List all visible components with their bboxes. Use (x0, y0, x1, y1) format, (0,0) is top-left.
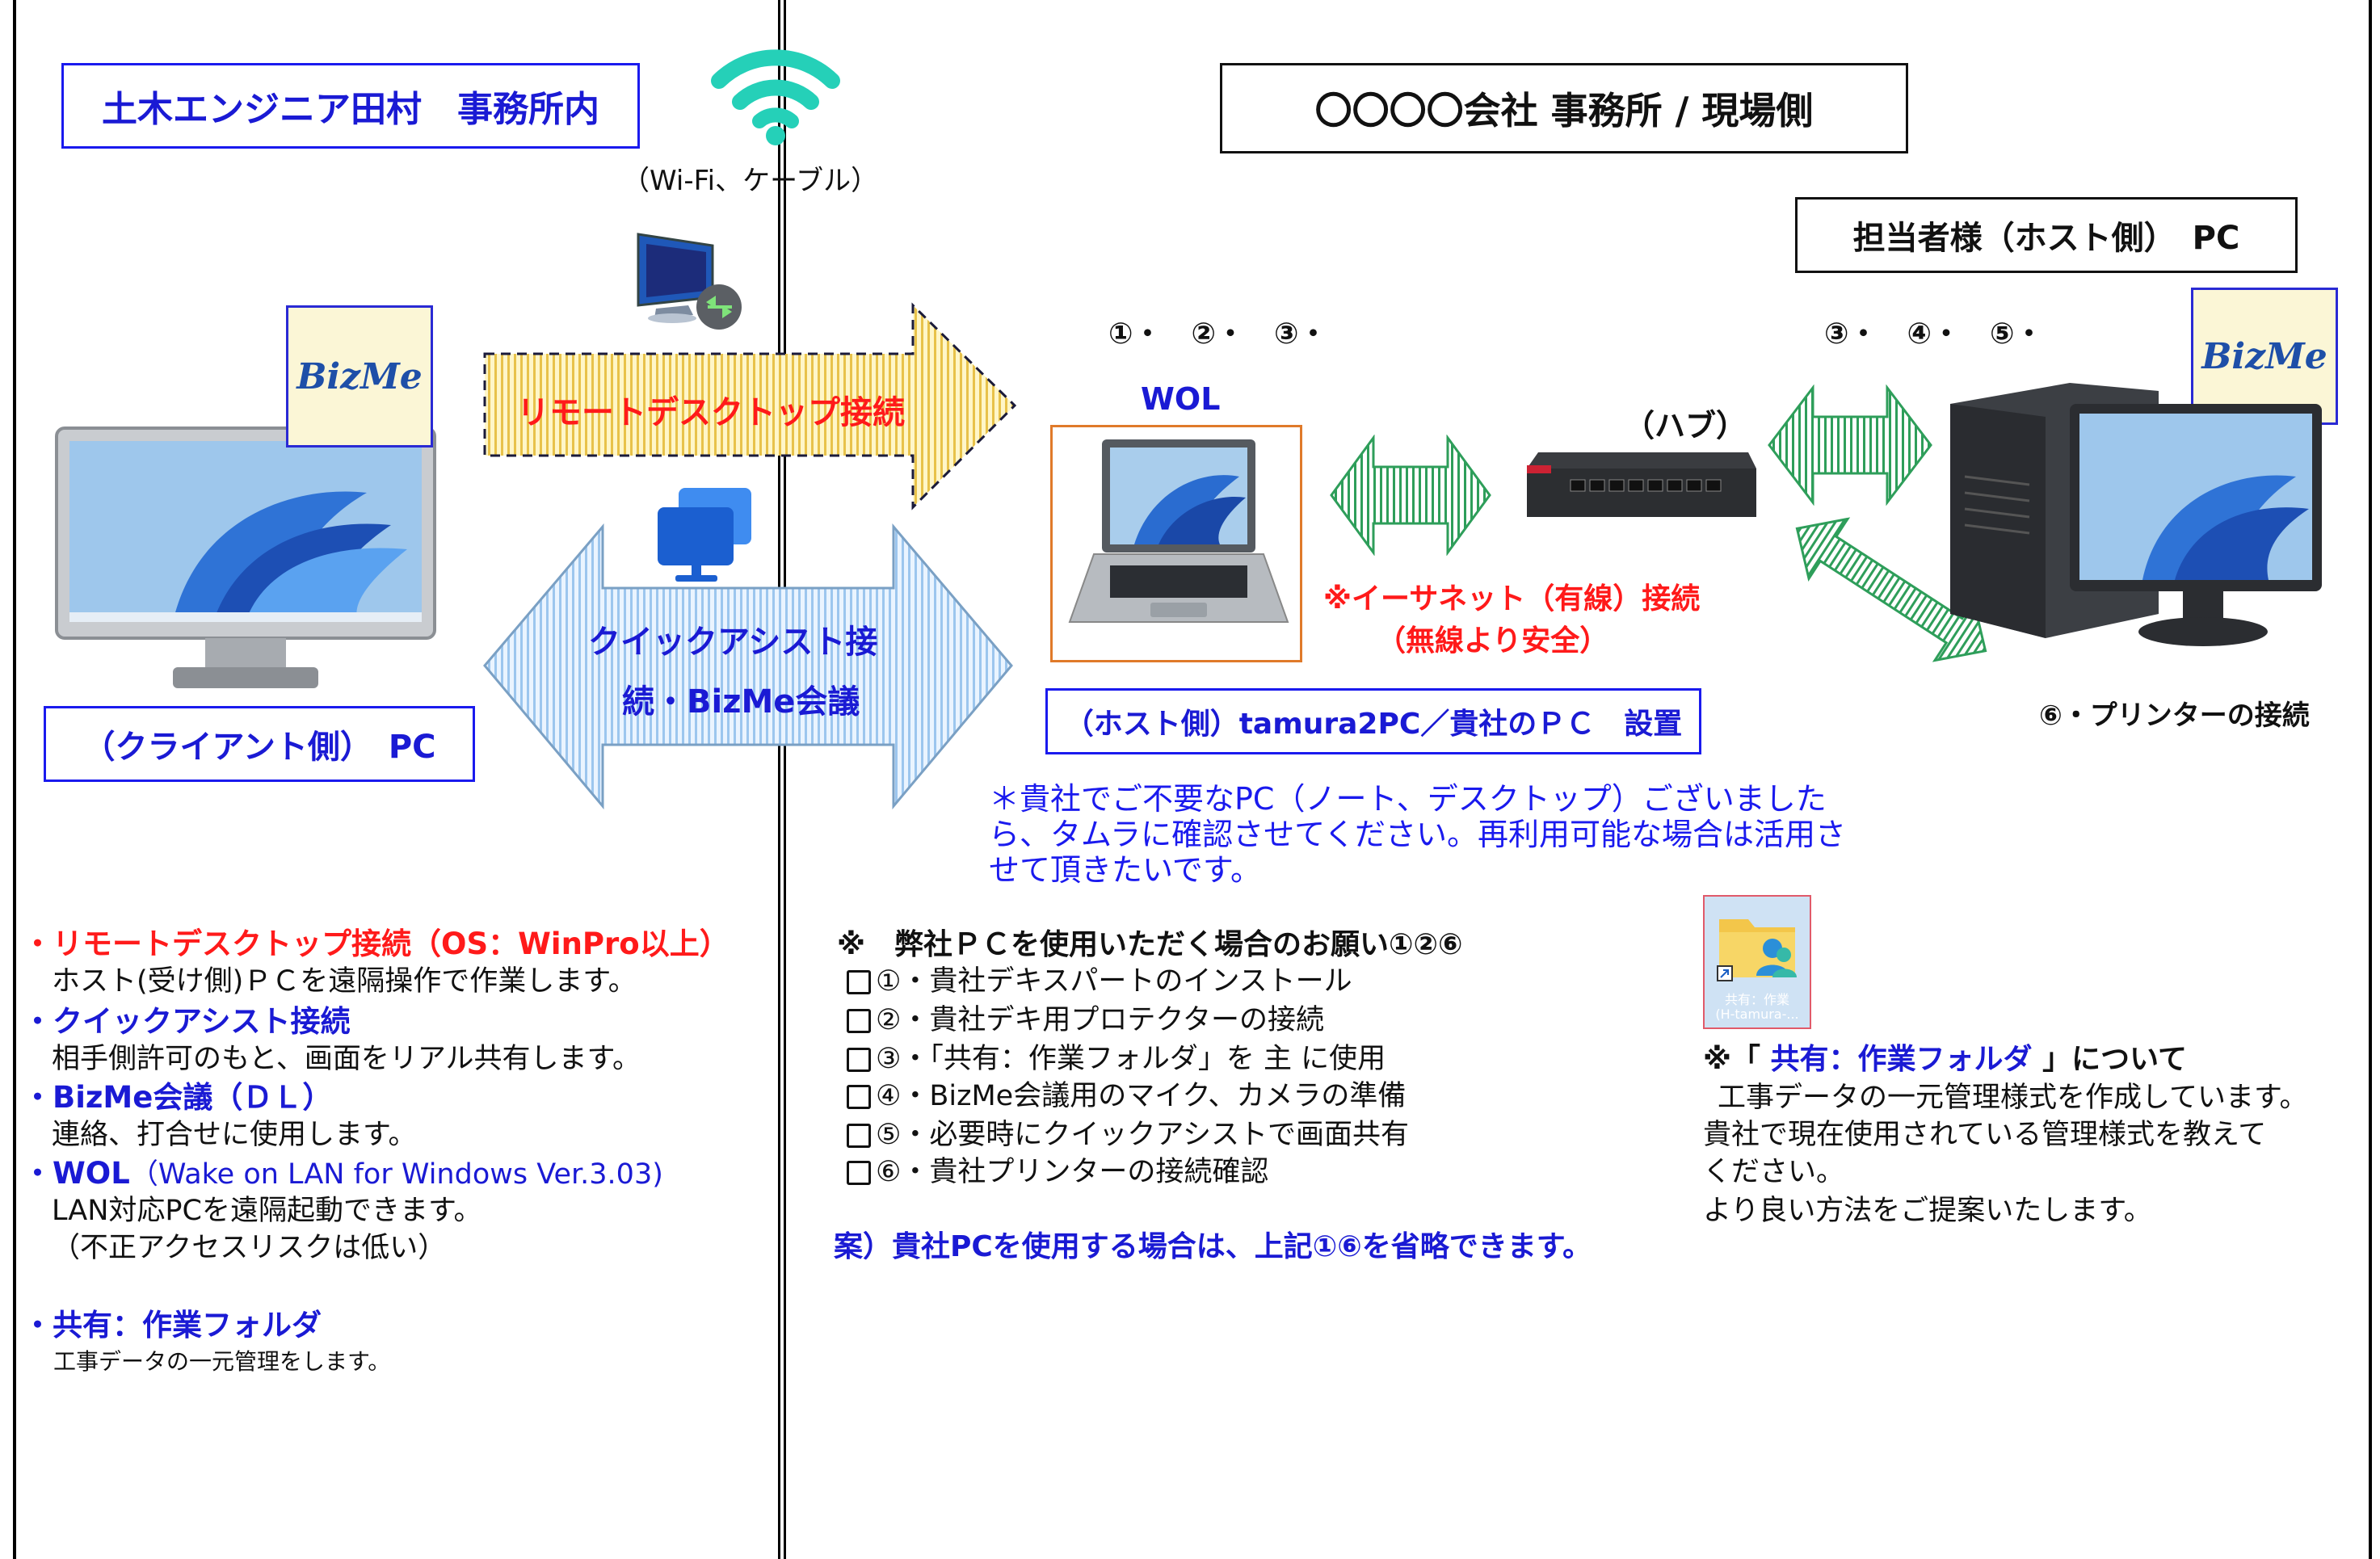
share-desc: 工事データの一元管理をします。 (53, 1348, 391, 1375)
checklist-title: ※ 弊社ＰＣを使用いただく場合のお願い①②⑥ (837, 928, 1463, 961)
remote-desc: ホスト(受け側)ＰＣを遠隔操作で作業します。 (52, 965, 637, 998)
remote-desktop-arrow-label: リモートデスクトップ接続 (517, 394, 905, 431)
remote-desktop-icon (637, 233, 742, 330)
checklist-item-label: ⑤・必要時にクイックアシストで画面共有 (876, 1119, 1409, 1151)
quick-assist-arrow-label-2: 続・BizMe会議 (622, 683, 860, 721)
remote-title: ・リモートデスクトップ接続（OS：WinPro以上） (23, 927, 730, 961)
share-note-title: ※「 共有：作業フォルダ 」について (1703, 1036, 2187, 1078)
share-note-line-3: ください。 (1703, 1156, 1845, 1188)
laptop-icon (1068, 439, 1289, 623)
bizme-logo-text: BizMe (2201, 335, 2327, 377)
checklist-item-1: ①・貴社デキスパートのインストール (847, 958, 1352, 999)
bizme-title: ・BizMe会議（ＤＬ） (23, 1080, 333, 1115)
folder-caption-2: (H-tamura-... (1715, 1006, 1799, 1022)
quick-assist-arrow-label-1: クイックアシスト接 (588, 624, 878, 661)
share-note-line-2: 貴社で現在使用されている管理様式を教えて (1703, 1119, 2267, 1151)
note-line-2: ら、タムラに確認させてください。再利用可能な場合は活用さ (989, 817, 1846, 852)
left-box-title: 土木エンジニア田村 事務所内 (61, 63, 640, 149)
folder-icon (1717, 919, 1797, 981)
checklist-item-label: ④・BizMe会議用のマイク、カメラの準備 (876, 1080, 1407, 1112)
checklist-item-5: ⑤・必要時にクイックアシストで画面共有 (847, 1111, 1409, 1153)
divider-2 (784, 0, 786, 1559)
checkbox[interactable] (847, 1085, 871, 1109)
remote-desktop-arrow (483, 302, 1017, 511)
checklist-item-4: ④・BizMe会議用のマイク、カメラの準備 (847, 1073, 1406, 1114)
host-pc-box: 担当者様（ホスト側） PC (1795, 197, 2298, 273)
checklist-item-label: ⑥・貴社プリンターの接続確認 (876, 1156, 1269, 1188)
checkbox[interactable] (847, 970, 871, 994)
checklist-item-3: ③・「共有：作業フォルダ」を 主 に使用 (847, 1036, 1386, 1077)
checklist-item-label: ②・貴社デキ用プロテクターの接続 (876, 1004, 1324, 1036)
quick-assist-arrow (483, 523, 1013, 809)
client-monitor-icon (55, 427, 436, 688)
wol-label: WOL (1141, 381, 1221, 417)
wol-sub: （Wake on LAN for Windows Ver.3.03) (129, 1158, 663, 1191)
ethernet-arrow-right (1768, 384, 1932, 506)
checkbox[interactable] (847, 1048, 871, 1072)
checklist-proposal: 案）貴社PCを使用する場合は、上記①⑥を省略できます。 (834, 1230, 1592, 1263)
hub-label: （ハブ） (1624, 408, 1747, 443)
checkbox[interactable] (847, 1124, 871, 1148)
folder-caption-1: 共有：作業 (1724, 992, 1789, 1007)
wol-desc-2: （不正アクセスリスクは低い） (52, 1232, 447, 1264)
bizme-logo-text: BizMe (296, 355, 423, 397)
ethernet-label-2: （無線より安全） (1377, 624, 1609, 658)
printer-arrow (1795, 517, 1987, 662)
host-desktop-icon (1950, 383, 2322, 646)
divider (778, 0, 780, 1559)
share-note-prefix: ※「 (1703, 1043, 1771, 1076)
share-note-suffix: 」について (2032, 1043, 2188, 1076)
quick-assist-icon (658, 488, 751, 582)
host-steps: ③・ ④・ ⑤・ (1824, 317, 2044, 351)
bizme-logo-left: BizMe (286, 305, 433, 448)
laptop-box: （ホスト側）tamura2PC／貴社のＰＣ 設置 (1045, 688, 1701, 754)
note-line-1: ＊貴社でご不要なPC（ノート、デスクトップ）ございました (989, 781, 1827, 817)
wol-title-row: ・WOL（Wake on LAN for Windows Ver.3.03) (23, 1149, 663, 1192)
hub-icon (1527, 452, 1756, 517)
note-line-3: せて頂きたいです。 (989, 852, 1262, 888)
printer-label: ⑥・プリンターの接続 (2039, 700, 2310, 732)
checklist-item-label: ①・貴社デキスパートのインストール (876, 965, 1352, 998)
frame-right (2369, 0, 2372, 1559)
qa-title: ・クイックアシスト接続 (23, 1004, 351, 1039)
right-box-title: 〇〇〇〇会社 事務所 / 現場側 (1220, 63, 1908, 153)
wol-title: ・WOL (23, 1156, 130, 1191)
checklist-item-2: ②・貴社デキ用プロテクターの接続 (847, 997, 1324, 1038)
checkbox[interactable] (847, 1009, 871, 1033)
wol-desc-1: LAN対応PCを遠隔起動できます。 (52, 1195, 482, 1227)
ethernet-arrow-left (1330, 435, 1491, 556)
shared-folder-shortcut[interactable]: 共有：作業 (H-tamura-... (1703, 895, 1811, 1029)
checklist-item-label: ③・「共有：作業フォルダ」を 主 に使用 (876, 1043, 1386, 1075)
wifi-icon (711, 49, 840, 145)
checklist-item-6: ⑥・貴社プリンターの接続確認 (847, 1149, 1268, 1190)
network-caption: （Wi-Fi、ケーブル） (622, 165, 879, 197)
share-note-line-1: 工事データの一元管理様式を作成しています。 (1718, 1082, 2308, 1114)
qa-desc: 相手側許可のもと、画面をリアル共有します。 (52, 1043, 641, 1075)
bizme-desc: 連絡、打合せに使用します。 (52, 1119, 417, 1151)
share-title: ・共有：作業フォルダ (23, 1308, 322, 1343)
share-note-line-4: より良い方法をご提案いたします。 (1703, 1195, 2152, 1227)
checkbox[interactable] (847, 1161, 871, 1185)
frame-left (13, 0, 16, 1559)
laptop-steps: ①・ ②・ ③・ (1108, 317, 1328, 351)
ethernet-label-1: ※イーサネット（有線）接続 (1323, 582, 1701, 616)
client-pc-box: （クライアント側） PC (44, 706, 475, 782)
share-note-folder: 共有：作業フォルダ (1770, 1043, 2033, 1076)
